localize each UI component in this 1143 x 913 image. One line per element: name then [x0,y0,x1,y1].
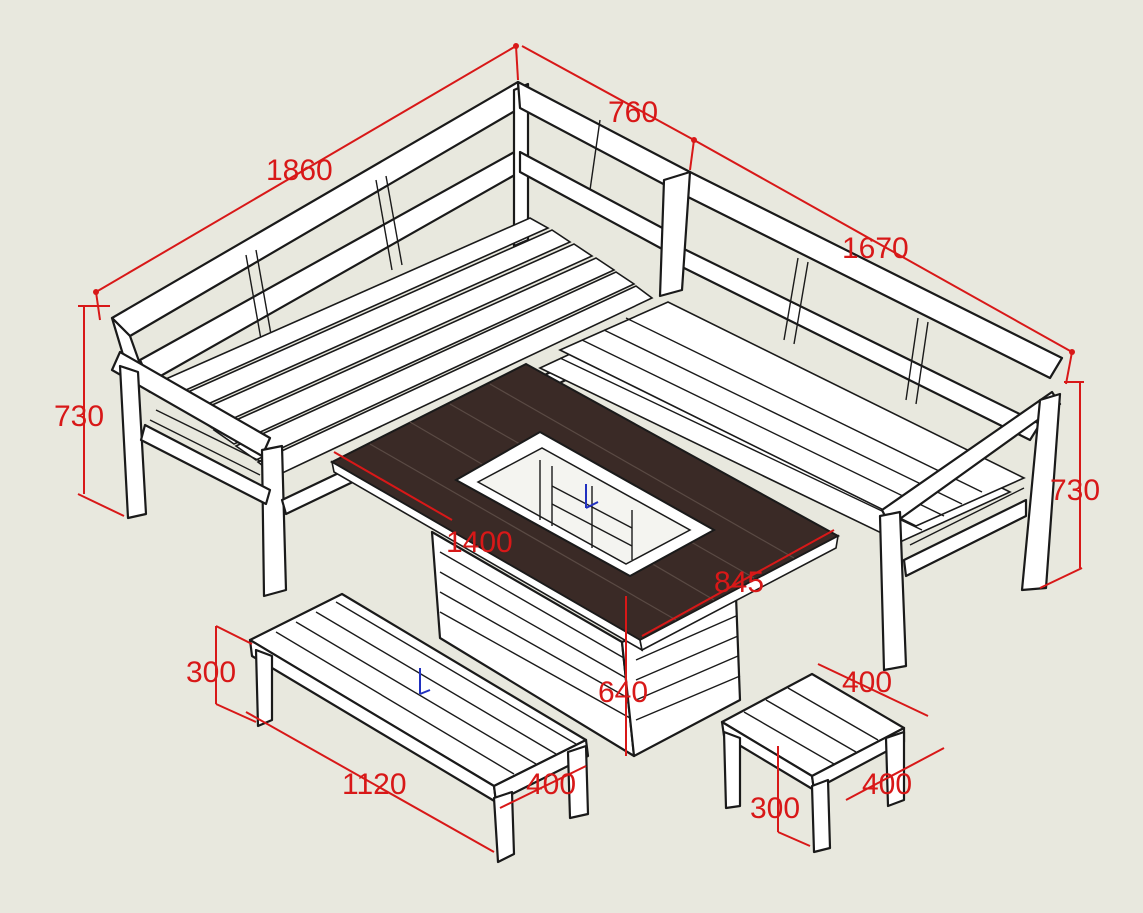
stool [720,672,906,854]
dim-table-height: 640 [598,676,648,709]
dim-bench-length: 1120 [342,768,407,801]
dim-table-width: 845 [714,566,764,599]
dim-stool-width: 400 [862,768,912,801]
dim-stool-height: 300 [750,792,800,825]
dim-right-sofa-length: 1670 [842,232,909,265]
dim-right-sofa-height: 730 [1050,474,1100,507]
dim-bench-width: 400 [526,768,576,801]
dim-table-length: 1400 [446,526,513,559]
dim-bench-height: 300 [186,656,236,689]
dimension-lines [77,43,1084,853]
dim-stool-length: 400 [842,666,892,699]
fire-table [329,362,841,758]
dim-corner-depth: 760 [608,96,658,129]
bench [248,592,590,864]
right-sofa [516,80,1064,672]
dim-left-sofa-height: 730 [54,400,104,433]
dim-left-sofa-length: 1860 [266,154,333,187]
dimension-labels: 1860 760 1670 730 730 1400 845 640 300 1… [54,96,1100,825]
